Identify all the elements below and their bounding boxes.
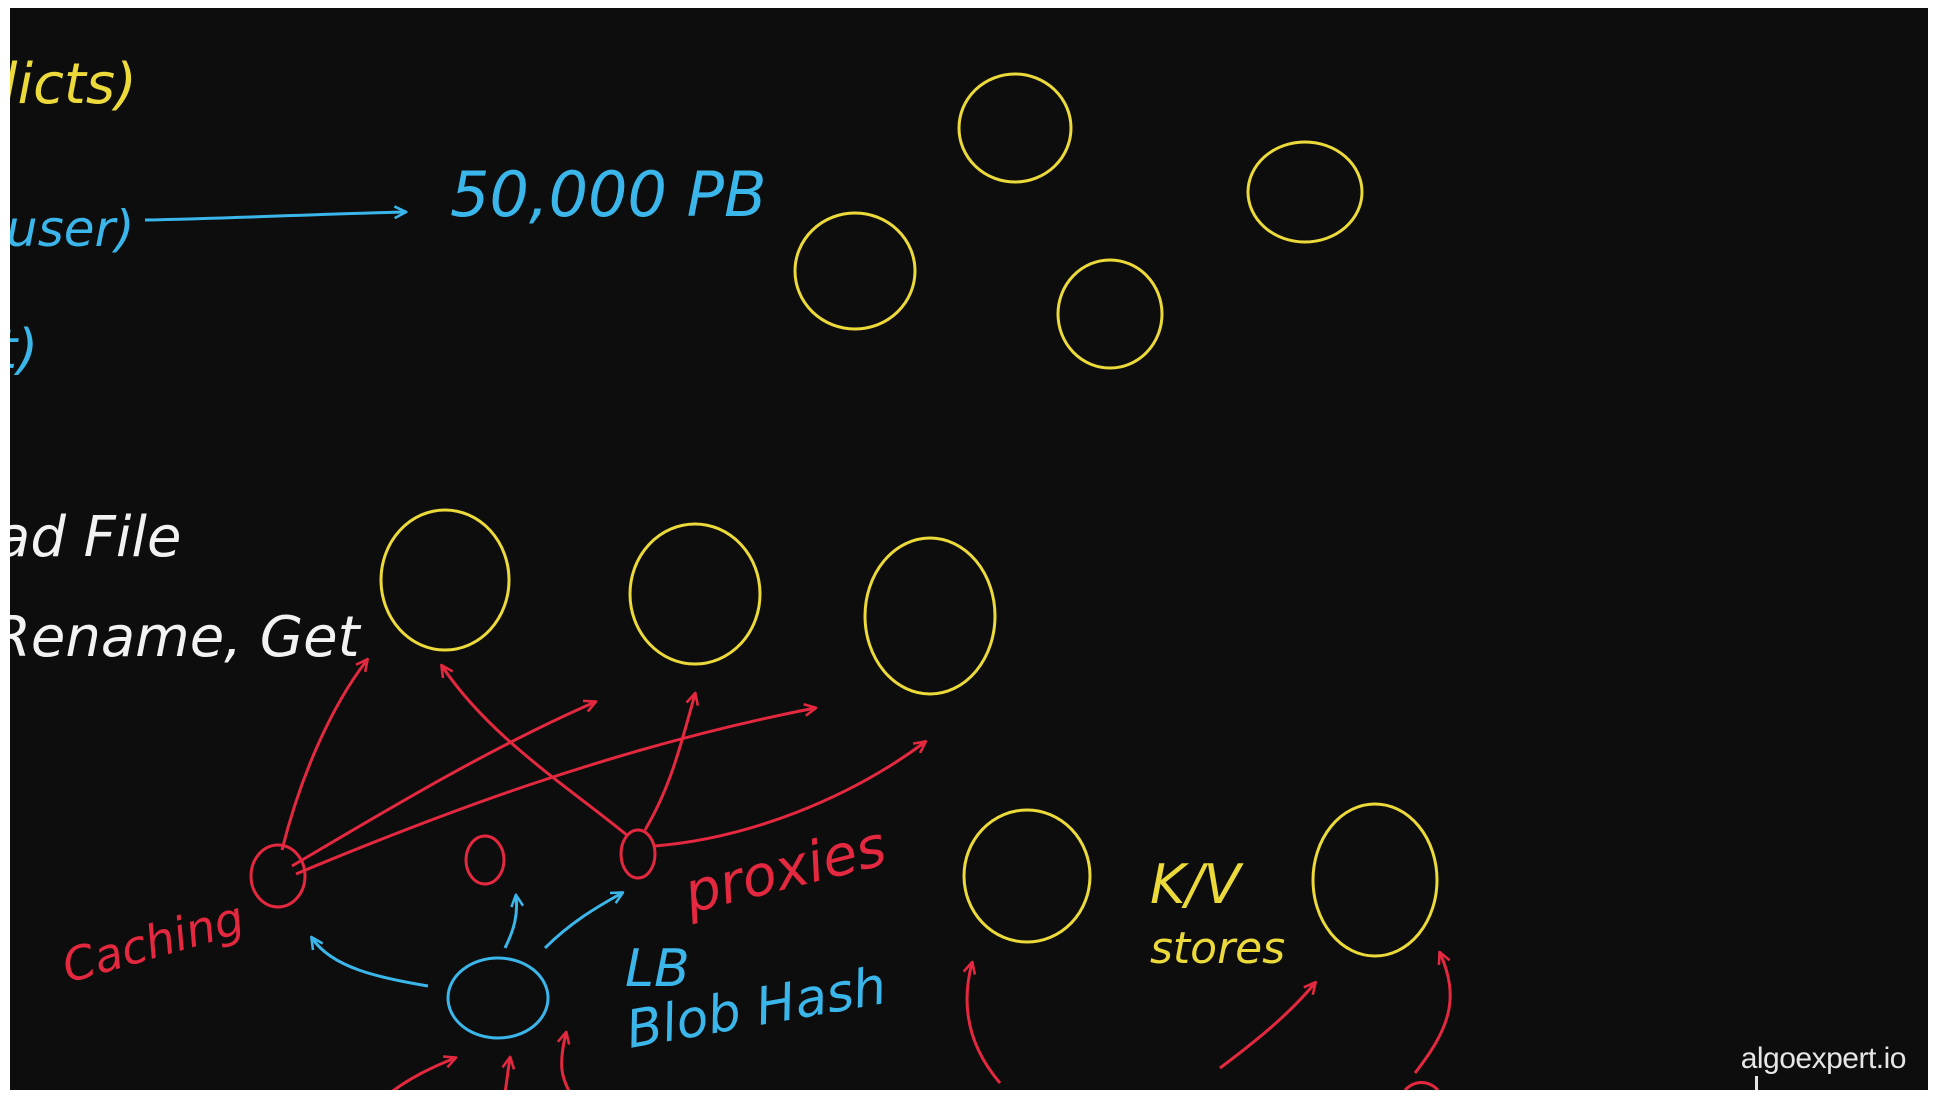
note-line-5: Rename, Get xyxy=(10,605,362,670)
storage-estimate: 50,000 PB xyxy=(450,158,767,231)
caching-label: Caching xyxy=(56,890,250,993)
cache-to-server-arrow xyxy=(291,702,595,868)
lb-to-cache-arrow xyxy=(312,938,429,988)
incoming-arrow xyxy=(1219,983,1315,1070)
kv-store-node xyxy=(962,808,1092,944)
estimate-arrow xyxy=(144,212,405,222)
cache-to-server-arrow xyxy=(295,708,815,876)
server-node xyxy=(379,508,511,652)
proxy-to-server-arrow xyxy=(654,742,925,848)
watermark: algoexpert.io xyxy=(1740,1042,1907,1075)
note-line-4: ad File xyxy=(10,505,181,570)
note-line-3: t) xyxy=(10,318,38,381)
kv-label-line-2: stores xyxy=(1150,923,1285,974)
partial-node xyxy=(1403,1081,1440,1090)
server-node xyxy=(628,522,762,666)
storage-node xyxy=(957,72,1073,184)
cache-node xyxy=(249,843,307,909)
incoming-arrow xyxy=(967,963,1002,1084)
whiteboard-canvas: licts) user) t) ad File Rename, Get 50,0… xyxy=(10,52,1452,1090)
load-balancer-node xyxy=(446,956,550,1040)
incoming-arrow xyxy=(1413,953,1452,1074)
proxy-to-server-arrow xyxy=(643,694,695,831)
whiteboard-frame: licts) user) t) ad File Rename, Get 50,0… xyxy=(10,8,1928,1090)
proxy-node xyxy=(464,834,506,886)
storage-node xyxy=(1246,140,1364,244)
kv-store-node xyxy=(1311,802,1439,958)
cache-to-server-arrow xyxy=(280,660,367,851)
incoming-arrow xyxy=(505,1058,510,1090)
note-line-2: user) xyxy=(10,200,135,258)
incoming-arrow xyxy=(391,1058,455,1090)
lb-label: LB xyxy=(625,939,690,999)
incoming-arrow xyxy=(562,1033,570,1090)
proxies-label: proxies xyxy=(677,814,893,927)
note-line-1: licts) xyxy=(10,52,137,117)
lb-to-proxy-arrow xyxy=(543,893,622,950)
watermark-tick xyxy=(1755,1076,1758,1090)
proxy-to-server-arrow xyxy=(442,666,629,838)
proxy-node xyxy=(619,828,657,880)
storage-node xyxy=(1056,258,1164,370)
kv-label-line-1: K/V xyxy=(1150,853,1245,916)
storage-node xyxy=(793,211,917,331)
lb-to-proxy-arrow xyxy=(503,896,517,949)
server-node xyxy=(863,536,997,696)
